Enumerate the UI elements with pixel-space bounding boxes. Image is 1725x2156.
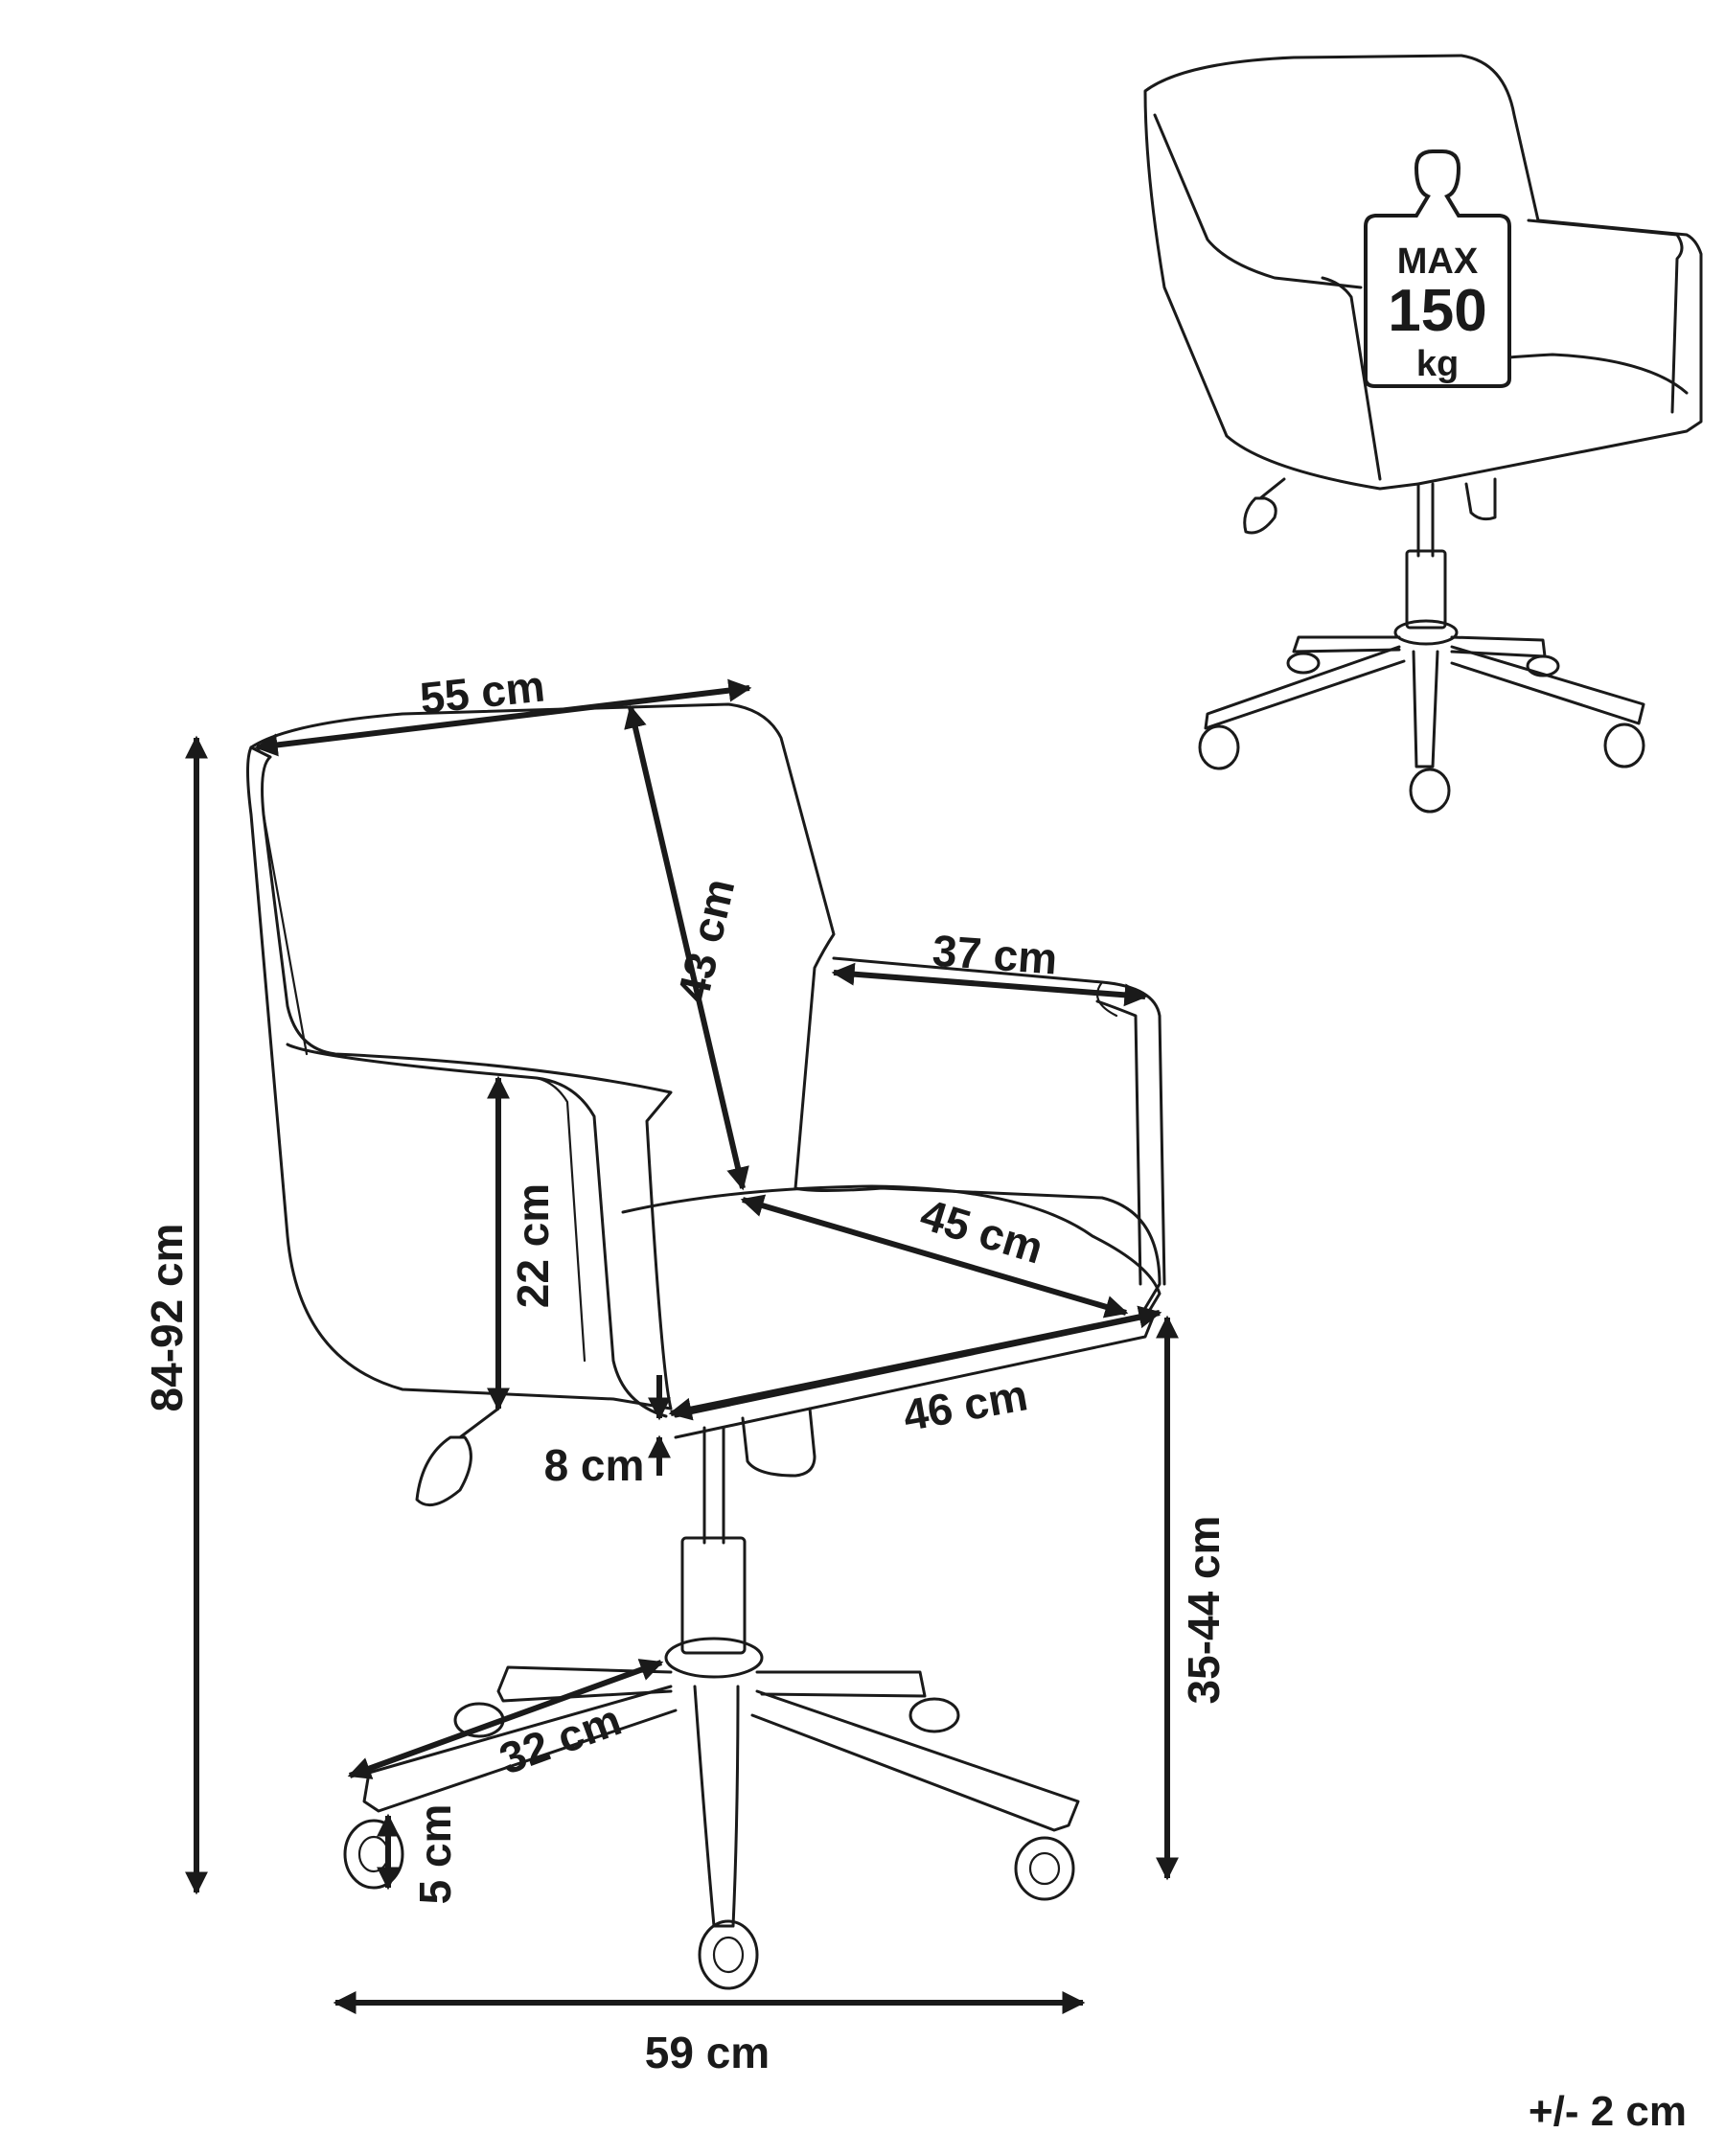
dim-line-backrest (624, 704, 749, 1191)
dim-line-seat-width (668, 1305, 1162, 1421)
weight-value: 150 (1388, 278, 1486, 344)
tolerance-note: +/- 2 cm (1529, 2088, 1687, 2135)
dim-line-width (254, 678, 752, 757)
dimension-lines (185, 678, 1179, 2014)
label-seat-width: 46 cm (899, 1369, 1030, 1440)
label-seat-thickness: 8 cm (544, 1440, 645, 1490)
label-leg-length: 32 cm (493, 1694, 627, 1783)
label-seat-depth: 45 cm (915, 1189, 1049, 1273)
label-base-width: 59 cm (645, 2028, 770, 2077)
dimension-labels: 55 cm 43 cm 37 cm 45 cm 46 cm 22 cm 8 cm… (142, 660, 1229, 2077)
label-armrest-length: 37 cm (931, 926, 1059, 984)
weight-unit: kg (1416, 344, 1459, 384)
max-weight-icon: MAX 150 kg (1364, 149, 1511, 388)
dim-line-seat-depth (740, 1194, 1129, 1319)
label-armrest-height: 22 cm (508, 1183, 558, 1308)
dim-line-leg-length (347, 1659, 664, 1779)
label-caster-height: 5 cm (410, 1804, 460, 1905)
label-backrest-height: 43 cm (667, 874, 744, 1007)
small-chair-drawing: MAX 150 kg (1143, 54, 1703, 814)
weight-max-label: MAX (1397, 241, 1479, 282)
label-total-height: 84-92 cm (142, 1224, 192, 1412)
dim-line-armrest-length (831, 962, 1148, 1007)
label-seat-height: 35-44 cm (1179, 1516, 1229, 1705)
